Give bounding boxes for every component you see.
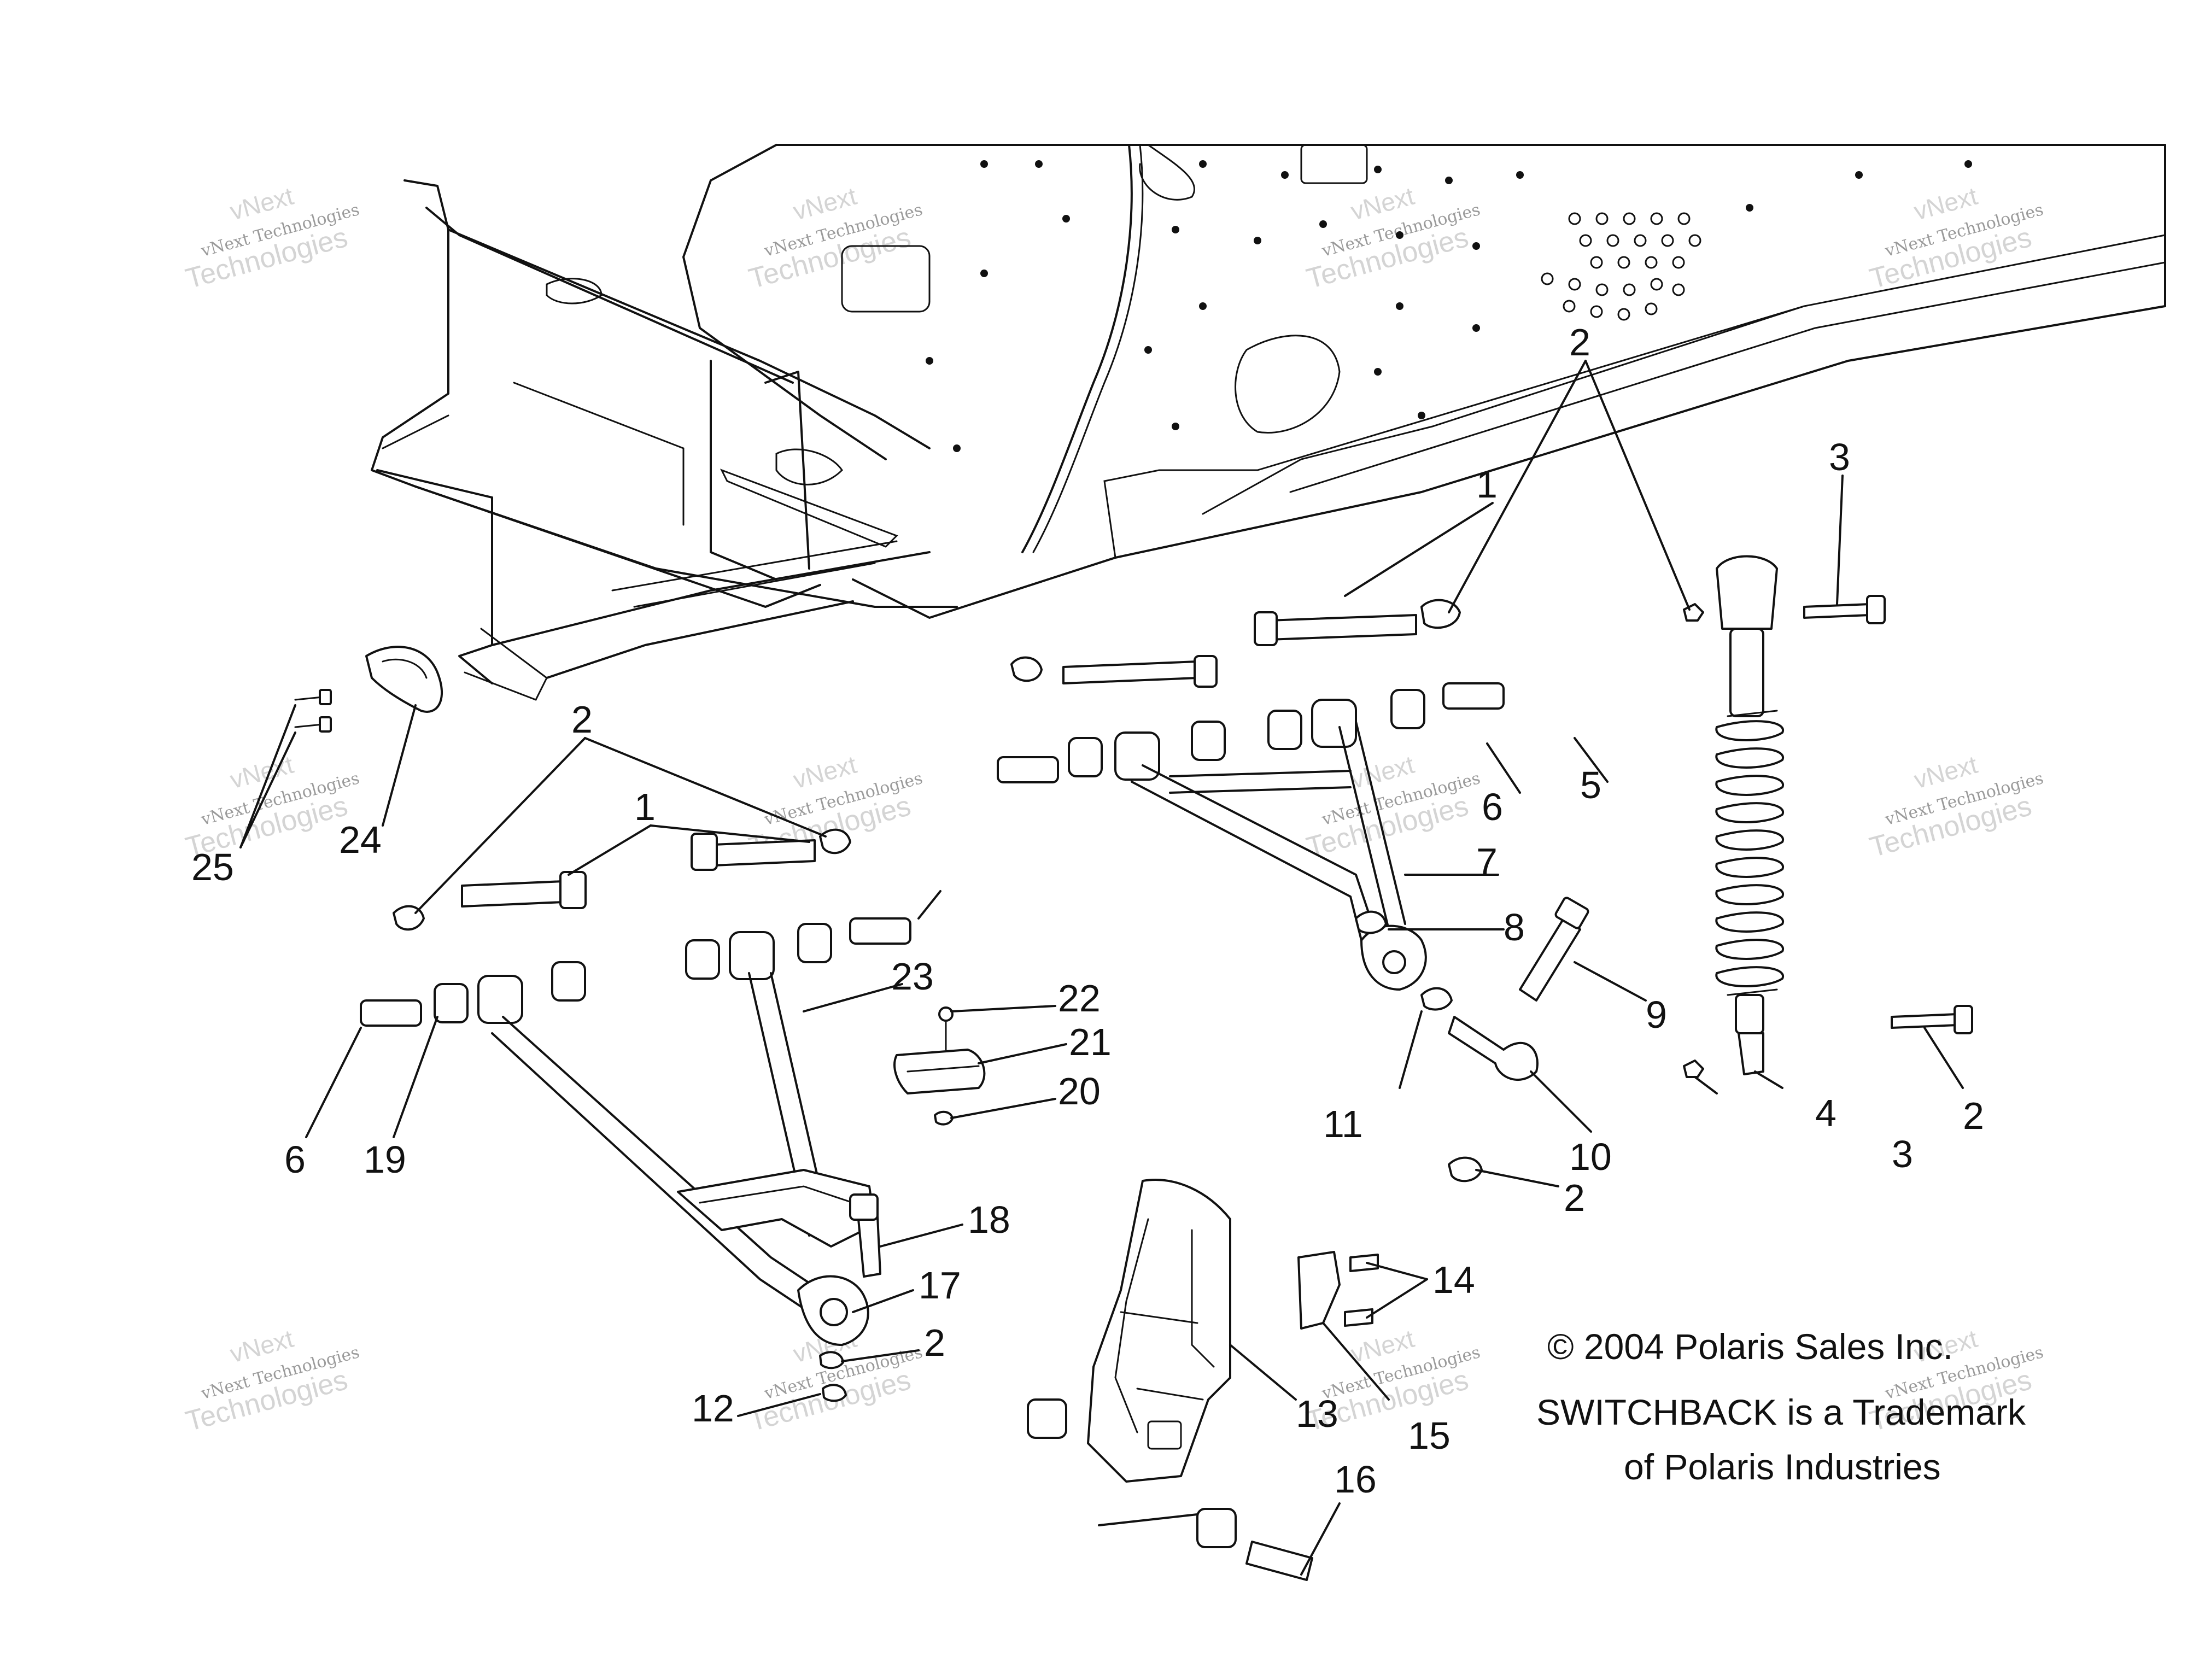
callout-label: 6 — [1482, 786, 1503, 828]
tunnel-hole-pattern — [1541, 212, 1701, 321]
callout-label: 15 — [1408, 1414, 1451, 1457]
left-hardware — [294, 646, 851, 931]
right-steering-hardware — [1355, 897, 1589, 1183]
spindle — [1027, 1179, 1313, 1581]
callout-label: 13 — [1296, 1392, 1338, 1435]
upper-right-hardware — [1010, 595, 1886, 688]
callout-label: 5 — [1580, 764, 1601, 806]
callout-label: 3 — [1829, 436, 1850, 478]
shock-absorber — [1683, 555, 1973, 1078]
tunnel-rivets — [926, 160, 1972, 452]
watermark: vNext vNext Technologies Technologies — [1867, 750, 2046, 864]
callout-label: 14 — [1432, 1258, 1475, 1301]
callout-label: 16 — [1334, 1458, 1377, 1501]
callout-label: 23 — [891, 955, 934, 998]
watermark: vNext vNext Technologies Technologies — [1303, 750, 1483, 864]
callout-label: 19 — [364, 1138, 406, 1181]
callout-label: 8 — [1504, 906, 1525, 949]
callout-numbers: 2 3 1 2 1 24 25 6 5 7 8 23 22 21 20 9 11… — [191, 321, 1984, 1501]
ski-bracket — [1297, 1251, 1379, 1330]
callout-label: 1 — [1476, 463, 1498, 506]
callout-label: 3 — [1892, 1133, 1913, 1175]
callout-label: 4 — [1815, 1092, 1837, 1134]
callout-label: 2 — [571, 698, 593, 741]
callout-label: 17 — [919, 1264, 961, 1307]
front-bulkhead — [371, 179, 958, 701]
callout-label: 2 — [1564, 1176, 1585, 1219]
watermark: vNext vNext Technologies Technologies — [183, 1324, 362, 1438]
callout-label: 6 — [284, 1138, 306, 1181]
watermark: vNext vNext Technologies Technologies — [1303, 182, 1483, 295]
callout-label: 24 — [339, 818, 382, 861]
copyright-line: © 2004 Polaris Sales Inc. — [1547, 1326, 1954, 1367]
callout-label: 9 — [1646, 993, 1667, 1036]
lower-a-arm — [360, 917, 911, 1346]
callout-label: 20 — [1058, 1070, 1101, 1113]
left-steering-hardware — [819, 1006, 986, 1402]
callout-label: 7 — [1476, 840, 1498, 883]
callout-label: 21 — [1069, 1021, 1112, 1063]
callout-label: 1 — [634, 786, 656, 828]
callout-label: 18 — [968, 1198, 1010, 1241]
shock-spring — [1715, 710, 1785, 996]
watermark: vNext vNext Technologies Technologies — [183, 182, 362, 295]
callout-label: 2 — [924, 1321, 945, 1364]
callout-label: 25 — [191, 846, 234, 888]
callout-label: 2 — [1963, 1094, 1984, 1137]
callout-label: 22 — [1058, 977, 1101, 1020]
callout-label: 12 — [692, 1387, 734, 1430]
trademark-owner-line: of Polaris Industries — [1624, 1447, 1941, 1487]
watermark: vNext vNext Technologies Technologies — [1867, 182, 2046, 295]
watermark: vNext vNext Technologies Technologies — [746, 182, 925, 295]
callout-label: 10 — [1569, 1135, 1612, 1178]
callout-label: 11 — [1323, 1103, 1363, 1145]
leader-lines — [239, 360, 1964, 1576]
upper-a-arm — [997, 682, 1505, 991]
watermarks: vNext vNext Technologies Technologies vN… — [183, 182, 2046, 1438]
trademark-line: SWITCHBACK is a Trademark — [1536, 1392, 2026, 1432]
chassis-tunnel — [682, 144, 2166, 619]
callout-label: 2 — [1569, 321, 1590, 364]
